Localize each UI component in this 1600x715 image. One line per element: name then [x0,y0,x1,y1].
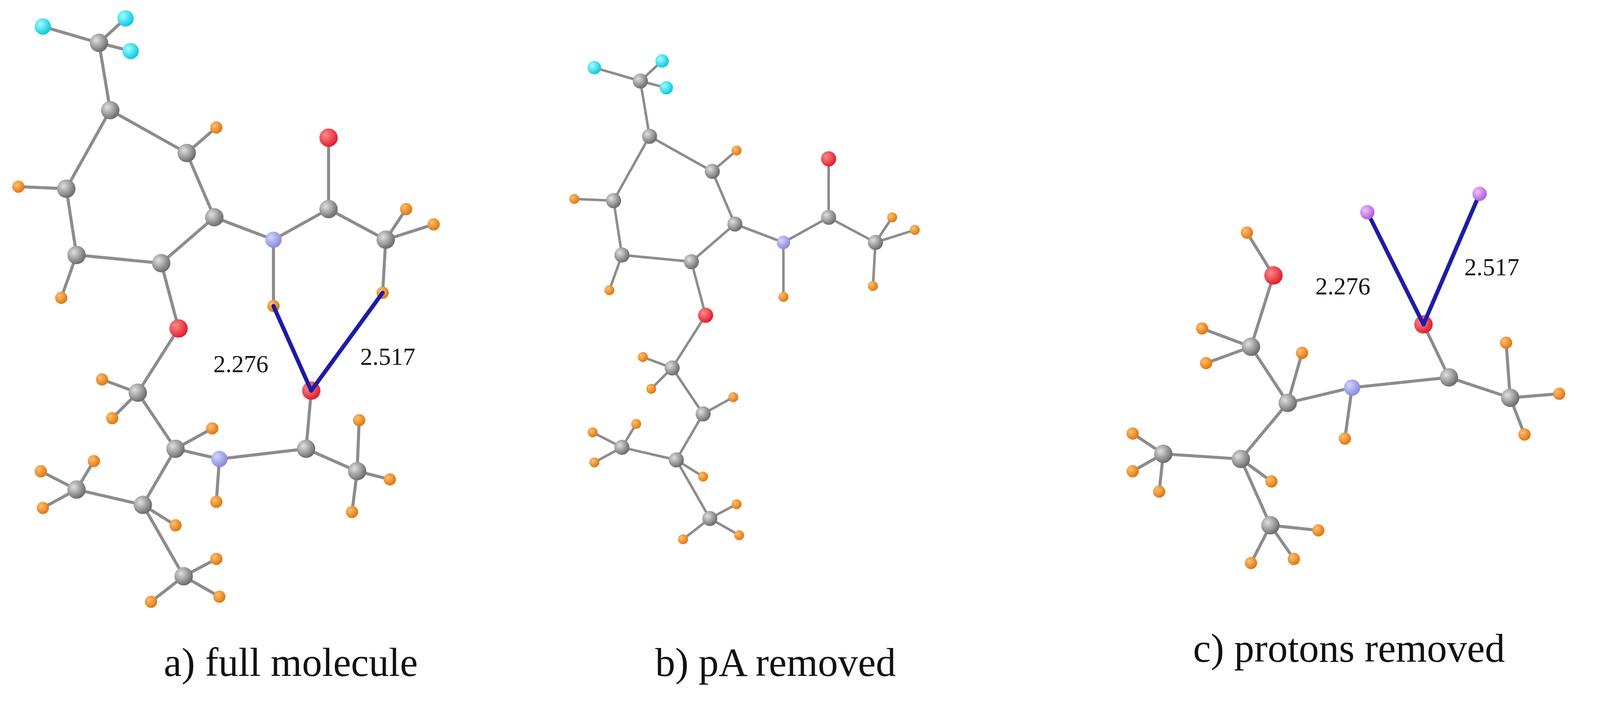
hydrogen-atom [1195,322,1209,335]
distance-label: 2.517 [1462,253,1522,282]
bonds [1132,232,1560,564]
hydrogen-atom [1553,388,1566,401]
nitrogen-atom [1344,379,1361,396]
hydrogen-atom [1265,475,1278,488]
hydrogen-atom [1200,357,1213,370]
bond [1240,403,1288,460]
distance-label: 2.276 [211,350,271,379]
distance-label: 2.517 [358,342,418,372]
hydrogen-atom [1244,557,1258,570]
bond [1287,388,1352,404]
carbon-atom [1241,337,1261,357]
distance-line [1367,212,1424,325]
aryl-amide [569,54,920,302]
carbon-atom [1440,368,1459,388]
removed-proton [1472,186,1487,202]
bond [1351,377,1449,389]
bond [1251,275,1274,347]
hydrogen-atom [1126,465,1139,478]
distance-label: 2.276 [1313,272,1373,301]
bond [1240,459,1271,526]
fragment-molecule [569,54,920,545]
side-chain [34,263,226,609]
hydrogen-atom [1500,336,1513,349]
oxygen-atom [1264,266,1283,285]
amide-group [175,381,396,519]
aryl-amide [12,10,440,313]
hydrogen-atom [1287,552,1301,566]
bond [1251,346,1288,404]
carbon-atom [1261,516,1280,535]
side-chain [587,261,745,545]
hydrogen-atom [1240,226,1254,239]
hydrogen-atom [1312,524,1325,537]
carbon-atom [1154,444,1173,464]
hydrogen-atom [1296,346,1309,360]
distance-line [273,306,312,391]
carbon-atom [1278,393,1298,413]
hydrogen-atom [1518,428,1531,441]
bond [1163,454,1241,459]
carbon-atom [1501,388,1520,408]
panel-caption: c) protons removed [1190,625,1508,672]
panel-caption: a) full molecule [161,640,420,686]
hydrogen-atom [1338,432,1351,445]
removed-proton [1360,205,1375,220]
hydrogen-atom [1126,427,1139,440]
fragment-molecule [1126,186,1566,570]
distance-line [311,293,383,391]
hydrogen-atom [1153,485,1166,499]
panel-caption: b) pA removed [653,640,898,686]
bond [1448,377,1510,399]
carbon-atom [1231,450,1251,469]
